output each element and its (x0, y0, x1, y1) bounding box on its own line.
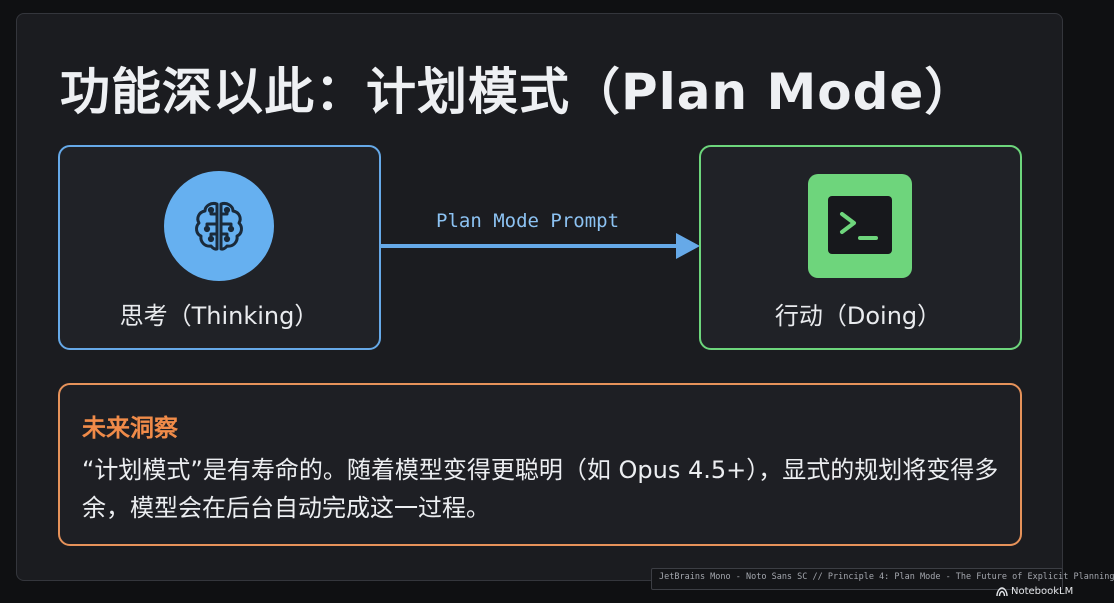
arrow-right-icon (380, 233, 700, 259)
footer-caption-box (651, 568, 1063, 590)
doing-label: 行动（Doing） (774, 302, 942, 330)
terminal-icon (828, 196, 892, 254)
notebooklm-badge: NotebookLM (996, 586, 1073, 597)
insight-panel (58, 383, 1022, 546)
brain-icon-badge (164, 171, 274, 281)
brain-icon (195, 202, 243, 251)
footer-caption: JetBrains Mono - Noto Sans SC // Princip… (659, 572, 1114, 582)
arrow-label: Plan Mode Prompt (436, 210, 620, 232)
insight-body: “计划模式”是有寿命的。随着模型变得更聪明（如 Opus 4.5+），显式的规划… (82, 456, 999, 522)
page-title: 功能深以此：计划模式（Plan Mode） (60, 63, 976, 121)
insight-title: 未来洞察 (82, 414, 178, 442)
terminal-icon-badge (808, 174, 912, 278)
notebooklm-logo-icon (996, 586, 1008, 596)
badge-label: NotebookLM (1011, 586, 1074, 597)
thinking-label: 思考（Thinking） (119, 302, 319, 330)
